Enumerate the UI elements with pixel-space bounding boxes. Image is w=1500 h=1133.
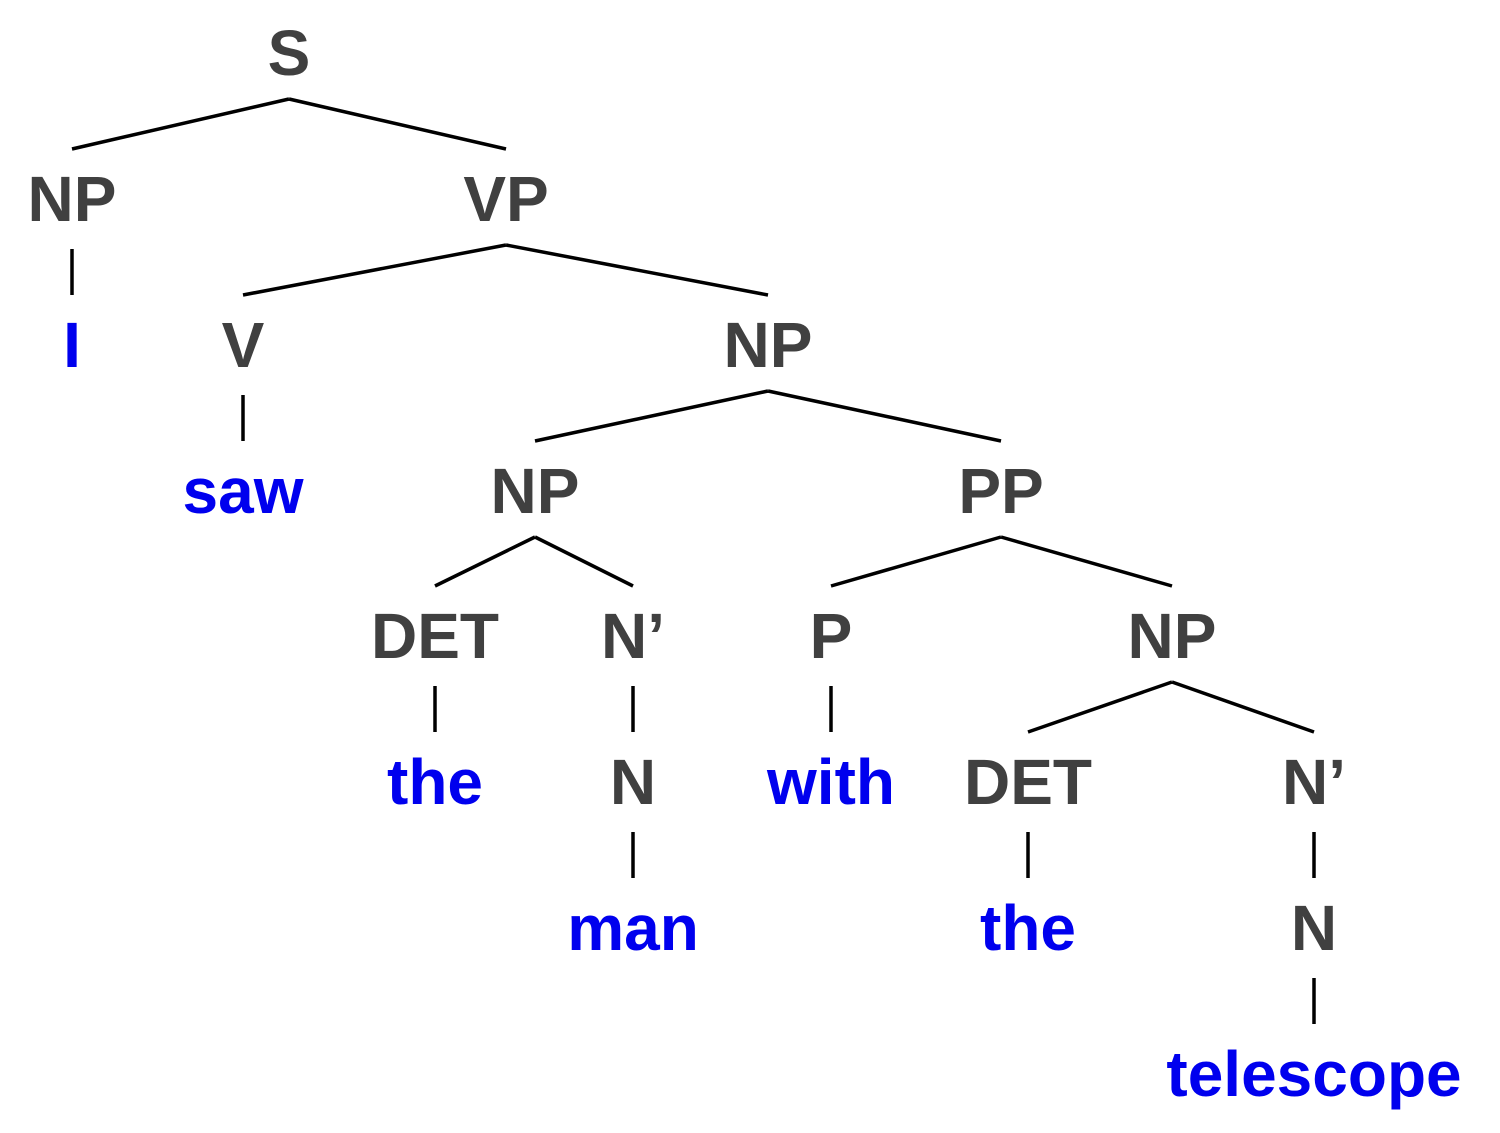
category-node-p: P	[810, 600, 853, 672]
category-node-np2: NP	[724, 309, 813, 381]
edge-NP3-DET1	[434, 535, 536, 588]
tree-edges	[70, 97, 1316, 1024]
category-node-n1: N	[610, 746, 656, 818]
edge-VP-NP2	[505, 243, 769, 297]
category-node-vp: VP	[463, 163, 548, 235]
category-node-np4: NP	[1128, 600, 1217, 672]
category-node-np3: NP	[491, 455, 580, 527]
edge-NP2-NP3	[534, 389, 769, 443]
edge-S-NP1	[71, 97, 290, 151]
edge-PP-P	[830, 535, 1002, 588]
category-node-s: S	[268, 17, 311, 89]
edge-NP4-Nbar2	[1171, 680, 1315, 734]
edge-PP-NP4	[1000, 535, 1173, 588]
word-node-w_the2: the	[980, 892, 1076, 964]
category-node-pp: PP	[958, 455, 1043, 527]
edge-VP-V	[242, 243, 507, 297]
word-node-w_saw: saw	[183, 455, 304, 527]
word-node-w_telescope: telescope	[1166, 1038, 1461, 1110]
category-node-nbar1: N’	[601, 600, 665, 672]
word-node-w_the1: the	[387, 746, 483, 818]
word-node-w_i: I	[63, 309, 81, 381]
category-node-v: V	[222, 309, 265, 381]
word-node-w_with: with	[766, 746, 895, 818]
category-node-nbar2: N’	[1282, 746, 1346, 818]
edge-S-VP	[288, 97, 507, 151]
edge-NP4-DET2	[1027, 680, 1173, 734]
category-node-np1: NP	[28, 163, 117, 235]
category-node-det1: DET	[371, 600, 499, 672]
edge-NP2-PP	[767, 389, 1002, 443]
edge-NP3-Nbar1	[534, 535, 634, 588]
word-node-w_man: man	[567, 892, 699, 964]
category-node-n2: N	[1291, 892, 1337, 964]
category-node-det2: DET	[964, 746, 1092, 818]
